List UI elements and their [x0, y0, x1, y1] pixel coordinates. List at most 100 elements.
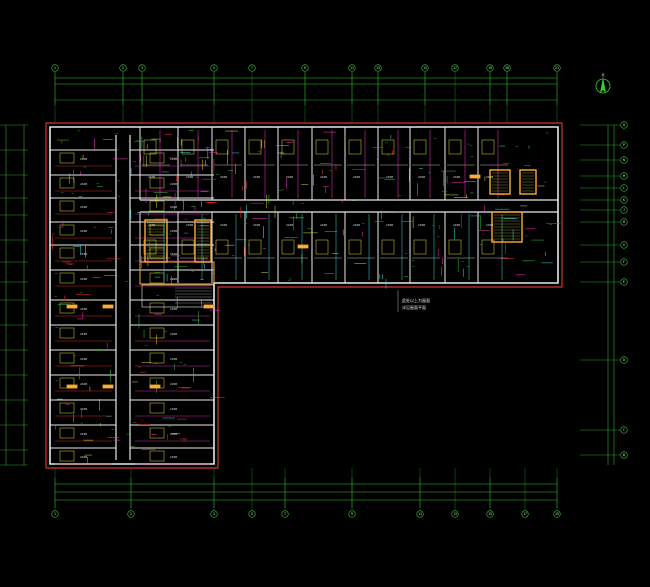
- lobby-block: [139, 261, 215, 285]
- room-tag: 2400: [418, 175, 425, 179]
- axis-bubble-label: 7: [284, 512, 286, 516]
- axis-bubble-label: P: [623, 143, 625, 147]
- bottom-dimension-chain: [54, 468, 558, 510]
- axis-bubble: [620, 356, 628, 364]
- axis-bubble: [553, 64, 561, 72]
- axis-bubble-label: D: [623, 358, 625, 362]
- room-partitions: [50, 127, 508, 462]
- bathroom-pod: [448, 239, 462, 255]
- axis-bubble-label: 21: [555, 66, 559, 70]
- room-tag: 2400: [170, 157, 177, 161]
- axis-bubble-label: G: [623, 243, 625, 247]
- roof-annotation: 此处以上为屋面 详见屋面平面: [397, 290, 430, 312]
- axis-bubble: [451, 510, 459, 518]
- bathroom-pod: [59, 152, 75, 164]
- axis-bubble: [620, 156, 628, 164]
- bathroom-pod: [149, 177, 165, 189]
- stair-core-right: [489, 169, 511, 195]
- room-tag: 2400: [80, 229, 87, 233]
- elevator-core-right: [519, 169, 537, 195]
- room-tag: 2400: [386, 223, 393, 227]
- axis-bubble-label: 1: [54, 512, 56, 516]
- axis-bubble-label: 9: [304, 66, 306, 70]
- room-tag: 2400: [453, 175, 460, 179]
- bathroom-pod: [59, 402, 75, 414]
- room-tag: 2400: [353, 223, 360, 227]
- room-tag: 2400: [320, 175, 327, 179]
- bathroom-pod: [59, 327, 75, 339]
- bathroom-pod: [59, 224, 75, 236]
- room-tag: 2400: [80, 332, 87, 336]
- bathroom-pod: [149, 352, 165, 364]
- axis-bubble-label: 17: [453, 66, 457, 70]
- left-dimension-chain: [0, 124, 28, 466]
- room-tag: 2400: [80, 382, 87, 386]
- axis-bubble: [348, 510, 356, 518]
- axis-bubble: [486, 510, 494, 518]
- axis-bubble-label: 15: [423, 66, 427, 70]
- bathroom-pod: [215, 239, 229, 255]
- bathroom-pod: [181, 239, 195, 255]
- bathroom-pod: [413, 139, 427, 155]
- axis-bubble: [620, 258, 628, 266]
- room-tag: 2400: [80, 407, 87, 411]
- axis-bubble: [301, 64, 309, 72]
- room-tag: 2400: [486, 175, 493, 179]
- axis-bubble: [451, 64, 459, 72]
- annotation-line-1: 此处以上为屋面: [402, 297, 430, 303]
- bathroom-pod: [149, 450, 165, 462]
- stair-core-east: [491, 211, 523, 243]
- axis-bubble-label: M: [623, 174, 625, 178]
- axis-bubble: [416, 510, 424, 518]
- stair-elevator-cores: [66, 169, 537, 389]
- bathroom-pod: [149, 152, 165, 164]
- column-accent: [102, 384, 114, 389]
- axis-bubble: [620, 172, 628, 180]
- room-tag: 2400: [148, 175, 155, 179]
- axis-bubble: [553, 510, 561, 518]
- axis-bubble-label: B: [623, 453, 625, 457]
- axis-bubble-label: 1: [54, 66, 56, 70]
- bathroom-pod: [59, 427, 75, 439]
- bathroom-pod: [348, 239, 362, 255]
- room-tag: 2400: [80, 277, 87, 281]
- axis-bubble: [210, 64, 218, 72]
- room-tag: 2400: [320, 223, 327, 227]
- room-tags: 2400 2400 2400 2400 2400 2400 2400 2400 2400 2400…: [80, 157, 493, 459]
- axis-bubble: [620, 241, 628, 249]
- room-tag: 2400: [170, 277, 177, 281]
- bathroom-pod: [315, 239, 329, 255]
- room-tag: 2400: [253, 223, 260, 227]
- axis-bubble-label: 5: [251, 512, 253, 516]
- axis-bubble: [620, 426, 628, 434]
- axis-bubble: [620, 141, 628, 149]
- axis-bubble-label: 3: [213, 512, 215, 516]
- north-arrow-label: 北: [601, 72, 605, 77]
- room-tag: 2400: [148, 223, 155, 227]
- axis-bubble: [620, 121, 628, 129]
- axis-bubble: [620, 206, 628, 214]
- axis-bubble-label: 11: [350, 66, 354, 70]
- room-tag: 2400: [170, 455, 177, 459]
- axis-bubble: [620, 218, 628, 226]
- bathroom-pod: [59, 450, 75, 462]
- room-tag: 2400: [80, 182, 87, 186]
- bathroom-pod: [181, 139, 195, 155]
- bathroom-pod: [315, 139, 329, 155]
- room-tag: 2400: [170, 382, 177, 386]
- axis-bubble: [138, 64, 146, 72]
- axis-bubble-label: J: [623, 208, 625, 212]
- room-tag: 2400: [80, 252, 87, 256]
- room-tag: 2400: [170, 307, 177, 311]
- axis-bubble: [51, 510, 59, 518]
- room-tag: 2400: [486, 223, 493, 227]
- axis-bubble-label: 2: [130, 512, 132, 516]
- bathroom-pod: [59, 177, 75, 189]
- room-tag: 2400: [80, 157, 87, 161]
- bathroom-pod: [59, 352, 75, 364]
- bathroom-pod: [481, 239, 495, 255]
